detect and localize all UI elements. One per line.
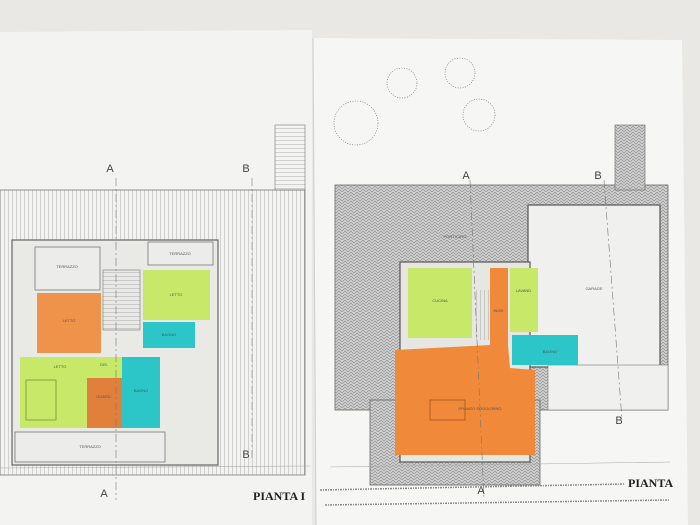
room-laundry xyxy=(510,268,538,332)
roof-hatching-tower xyxy=(274,124,306,191)
paper-edge xyxy=(312,37,317,525)
section-label-b-top: B xyxy=(242,163,249,175)
room-label: GARAGE xyxy=(585,286,602,291)
room-label: TERRAZZO xyxy=(169,251,191,256)
tree-icon xyxy=(462,98,496,132)
section-label-b-top: B xyxy=(594,170,601,182)
room-bathroom-top xyxy=(143,322,195,348)
sheet-title-right: PIANTA xyxy=(628,476,673,490)
room-label: TERRAZZO xyxy=(79,444,101,449)
staircase xyxy=(102,269,141,331)
tree-icon xyxy=(386,67,418,99)
tree-icon xyxy=(444,57,476,89)
room-entrance xyxy=(490,268,508,360)
section-label-a-bottom: A xyxy=(477,485,485,497)
room-terrace-top-left xyxy=(34,246,101,291)
section-label-a-bottom: A xyxy=(100,488,108,500)
room-label: LETTO xyxy=(170,292,183,297)
room-kitchen xyxy=(408,268,472,338)
tree-icon xyxy=(333,100,379,146)
staircase xyxy=(474,290,490,340)
divider xyxy=(329,461,671,468)
room-terrace-top-right xyxy=(147,241,214,266)
room-label: LETTO xyxy=(63,318,76,323)
room-terrace-bottom xyxy=(14,431,166,463)
room-label: BAGNO xyxy=(543,349,557,354)
room-label: CUCINA xyxy=(432,298,448,303)
section-label-a-top: A xyxy=(106,163,114,175)
roof-outline xyxy=(0,189,306,476)
paved-area-tower xyxy=(614,124,646,191)
section-label-b-bottom: B xyxy=(615,415,622,427)
sheet-title-left: PIANTA I xyxy=(253,489,305,503)
room-label: TERRAZZO xyxy=(56,264,78,269)
trees xyxy=(333,57,496,146)
room-label: BAGNO xyxy=(134,388,148,393)
section-line-a xyxy=(469,179,485,501)
room-label: LAVAND. xyxy=(516,288,533,293)
right-sheet: GARAGE PORTICATO CUCINA LAVAND. BAGNO PR… xyxy=(312,37,688,525)
room-wardrobe xyxy=(87,378,122,428)
divider xyxy=(0,465,311,469)
room-bathroom-bottom xyxy=(122,357,160,428)
room-label: DIS. xyxy=(100,362,108,367)
room-label: PORTICATO xyxy=(444,234,467,239)
room-label: BAGNO xyxy=(162,332,176,337)
garbled-print-line xyxy=(319,483,626,491)
room-label: GUARD. xyxy=(96,394,112,399)
section-label-b-bottom: B xyxy=(242,449,249,461)
room-label: LETTO xyxy=(54,364,67,369)
open-area xyxy=(547,364,669,411)
section-label-a-top: A xyxy=(462,170,470,182)
room-bedroom-top-right xyxy=(143,270,210,320)
room-label: INGR. xyxy=(493,308,504,313)
dining-table xyxy=(429,399,466,421)
room-bathroom xyxy=(512,335,578,365)
bed xyxy=(25,379,57,421)
left-sheet: TERRAZZO LETTO TERRAZZO LETTO BAGNO LETT… xyxy=(0,30,312,525)
room-bedroom-orange xyxy=(37,293,101,353)
